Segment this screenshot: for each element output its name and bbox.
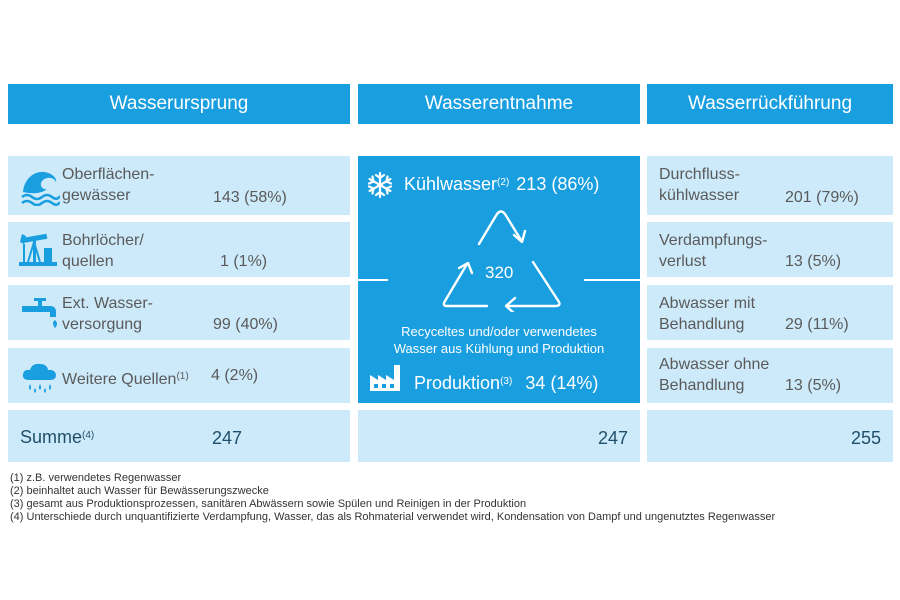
return-item-label-line2: Behandlung: [659, 377, 745, 394]
return-item-label-line2: verlust: [659, 253, 707, 270]
withdrawal-sum-value: 247: [597, 428, 628, 448]
recycle-caption-line2: Wasser aus Kühlung und Produktion: [393, 341, 605, 356]
return-item-flow-cooling: Durchfluss- kühlwasser 201 (79%): [647, 156, 893, 215]
wave-icon: [20, 166, 60, 206]
pumpjack-icon: [18, 232, 58, 268]
origin-sum-row: Summe(4) 247: [8, 410, 350, 462]
header-wasserursprung-label: Wasserursprung: [109, 93, 249, 114]
footnote-ref: (4): [82, 430, 95, 441]
withdrawal-sum-row: 247: [358, 410, 640, 462]
return-item-value: 13 (5%): [785, 377, 842, 394]
cooling-water-value: 213 (86%): [516, 174, 600, 194]
footnote-ref: (3): [500, 376, 513, 387]
origin-item-value: 143 (58%): [213, 189, 287, 206]
return-item-label-line1: Durchfluss-: [659, 166, 740, 183]
return-item-untreated-wastewater: Abwasser ohne Behandlung 13 (5%): [647, 348, 893, 403]
return-item-value: 29 (11%): [785, 316, 849, 333]
header-wasserrueckfuehrung: Wasserrückführung: [647, 84, 893, 124]
header-wasserentnahme: Wasserentnahme: [358, 84, 640, 124]
origin-item-label-line1: Ext. Wasser-: [62, 295, 153, 312]
return-sum-row: 255: [647, 410, 893, 462]
divider-line-left: [343, 279, 388, 281]
footnote-2: (2) beinhaltet auch Wasser für Bewässeru…: [10, 485, 269, 497]
origin-item-value: 99 (40%): [213, 316, 278, 333]
origin-item-label-line2: gewässer: [62, 187, 131, 204]
origin-item-wells: Bohrlöcher/ quellen 1 (1%): [8, 222, 350, 277]
origin-item-other-sources: Weitere Quellen(1) 4 (2%): [8, 348, 350, 403]
footnote-3: (3) gesamt aus Produktionsprozessen, san…: [10, 498, 527, 510]
withdrawal-panel: Kühlwasser(2) 213 (86%) 320 Recyceltes u…: [343, 156, 654, 403]
origin-item-label: Weitere Quellen: [62, 371, 177, 388]
recycle-caption-line1: Recyceltes und/oder verwendetes: [401, 324, 597, 339]
origin-item-value: 4 (2%): [211, 367, 259, 384]
return-item-value: 13 (5%): [785, 253, 842, 270]
header-wasserursprung: Wasserursprung: [8, 84, 350, 124]
footnote-ref: (1): [176, 371, 189, 382]
return-item-evaporation: Verdampfungs- verlust 13 (5%): [647, 222, 893, 277]
return-item-label-line1: Abwasser ohne: [659, 356, 770, 373]
origin-sum-value: 247: [212, 428, 243, 448]
return-item-label-line2: Behandlung: [659, 316, 745, 333]
footnote-ref: (2): [497, 177, 510, 188]
footnote-4: (4) Unterschiede durch unquantifizierte …: [10, 511, 776, 523]
origin-item-label-line1: Bohrlöcher/: [62, 232, 144, 249]
return-item-treated-wastewater: Abwasser mit Behandlung 29 (11%): [647, 285, 893, 340]
recycle-value: 320: [485, 263, 514, 282]
return-item-label-line1: Verdampfungs-: [659, 232, 768, 249]
origin-item-surface-water: Oberflächen- gewässer 143 (58%): [8, 156, 350, 215]
return-sum-value: 255: [850, 428, 881, 448]
cooling-water-label: Kühlwasser: [404, 174, 498, 194]
footnotes: (1) z.B. verwendetes Regenwasser (2) bei…: [10, 472, 775, 524]
origin-item-label-line2: quellen: [62, 253, 114, 270]
header-wasserentnahme-label: Wasserentnahme: [424, 93, 574, 114]
factory-icon: [368, 361, 404, 393]
sum-label: Summe: [20, 427, 83, 447]
origin-item-label-line2: versorgung: [62, 316, 143, 333]
production-label: Produktion: [414, 373, 501, 393]
header-wasserrueckfuehrung-label: Wasserrückführung: [687, 93, 853, 114]
footnote-1: (1) z.B. verwendetes Regenwasser: [10, 472, 182, 484]
snowflake-icon: [366, 171, 394, 199]
faucet-icon: [20, 295, 60, 331]
origin-item-value: 1 (1%): [220, 253, 268, 270]
return-item-label-line2: kühlwasser: [659, 187, 740, 204]
recycle-icon: [437, 206, 567, 312]
production-value: 34 (14%): [525, 373, 599, 393]
return-item-value: 201 (79%): [785, 189, 859, 206]
divider-line-right: [584, 279, 654, 281]
origin-item-external-supply: Ext. Wasser- versorgung 99 (40%): [8, 285, 350, 340]
return-item-label-line1: Abwasser mit: [659, 295, 756, 312]
rain-cloud-icon: [20, 360, 60, 394]
origin-item-label-line1: Oberflächen-: [62, 166, 155, 183]
